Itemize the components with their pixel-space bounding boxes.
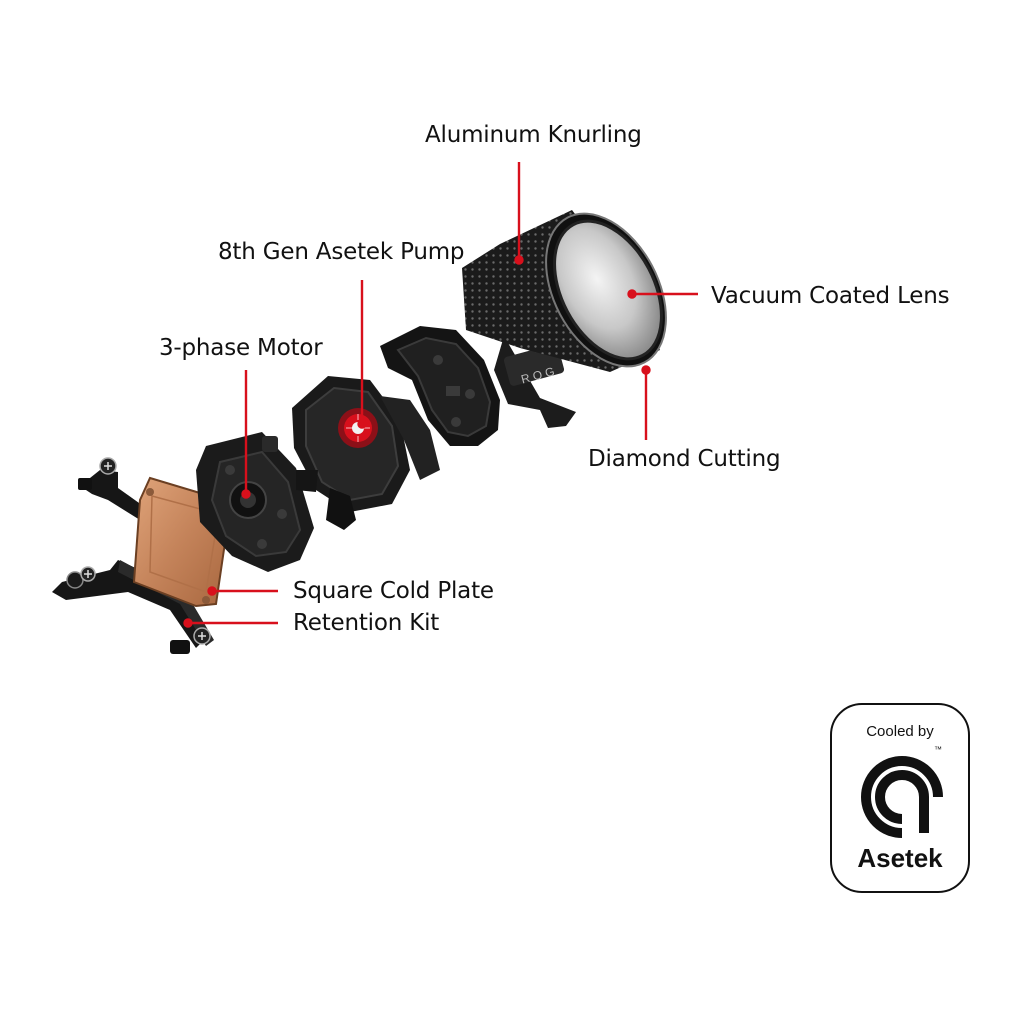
callout-cold-plate: Square Cold Plate [293,578,494,604]
cooled-by-asetek-badge: Cooled by ™ Asetek [830,703,970,893]
asetek-logo-icon [861,756,943,838]
callout-vacuum-lens: Vacuum Coated Lens [711,283,950,309]
callout-pump: 8th Gen Asetek Pump [218,239,465,265]
retention-kit-upper [78,457,146,520]
badge-brand-name: Asetek [857,843,943,873]
callout-retention-kit: Retention Kit [293,610,440,636]
badge-trademark: ™ [934,745,942,754]
callout-diamond-cutting: Diamond Cutting [588,446,781,472]
pump-ring [380,326,500,446]
callout-aluminum-knurling: Aluminum Knurling [425,122,642,148]
pump-body [292,376,440,530]
badge-top-text: Cooled by [866,723,934,740]
leader-lines [183,162,698,628]
callout-motor: 3-phase Motor [159,335,323,361]
knurled-cap: R O G [462,210,667,428]
